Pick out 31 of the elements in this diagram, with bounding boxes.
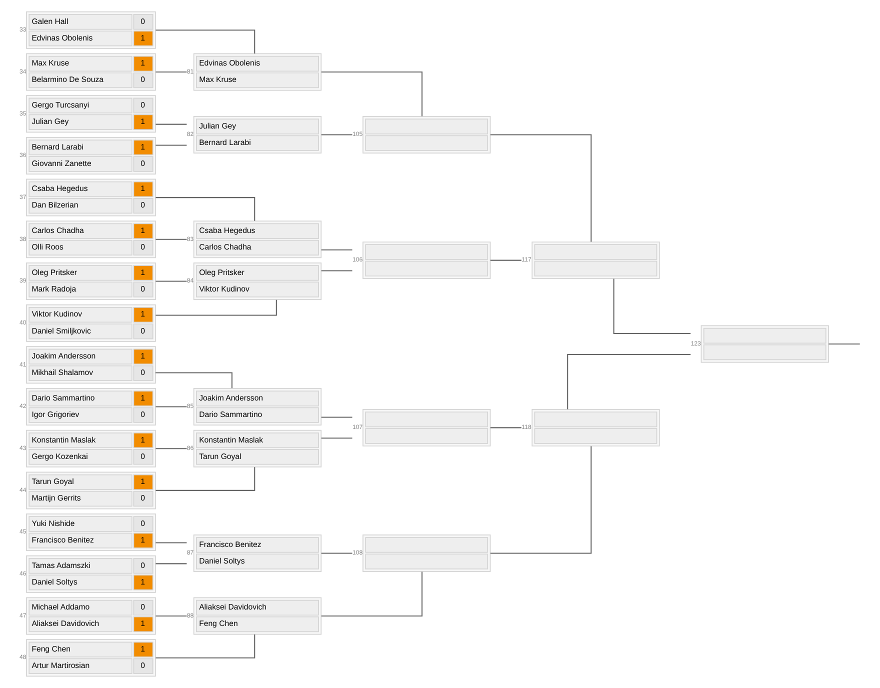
- connector: [321, 270, 352, 272]
- connector: [156, 197, 256, 221]
- connector: [156, 280, 187, 282]
- connector: [156, 634, 256, 658]
- connector: [321, 438, 352, 439]
- connector: [321, 71, 423, 116]
- connector: [156, 542, 187, 544]
- connector: [613, 278, 691, 334]
- connector: [321, 552, 352, 554]
- connector: [156, 448, 187, 450]
- connector: [490, 260, 522, 261]
- connector: [490, 427, 522, 428]
- connector: [156, 124, 187, 125]
- connector: [156, 300, 277, 316]
- connector: [567, 354, 691, 410]
- connector: [321, 134, 352, 136]
- connector: [156, 615, 187, 617]
- connector: [321, 572, 423, 617]
- connector: [828, 343, 860, 345]
- connector: [156, 467, 256, 491]
- connector: [156, 406, 187, 408]
- connector: [321, 249, 352, 250]
- connector: [156, 71, 187, 73]
- connector: [156, 238, 187, 240]
- connector: [156, 144, 187, 146]
- connector: [490, 446, 592, 554]
- connector: [156, 30, 256, 54]
- connector: [156, 563, 187, 564]
- connector: [156, 372, 232, 388]
- connector: [490, 134, 592, 242]
- connector: [321, 416, 352, 418]
